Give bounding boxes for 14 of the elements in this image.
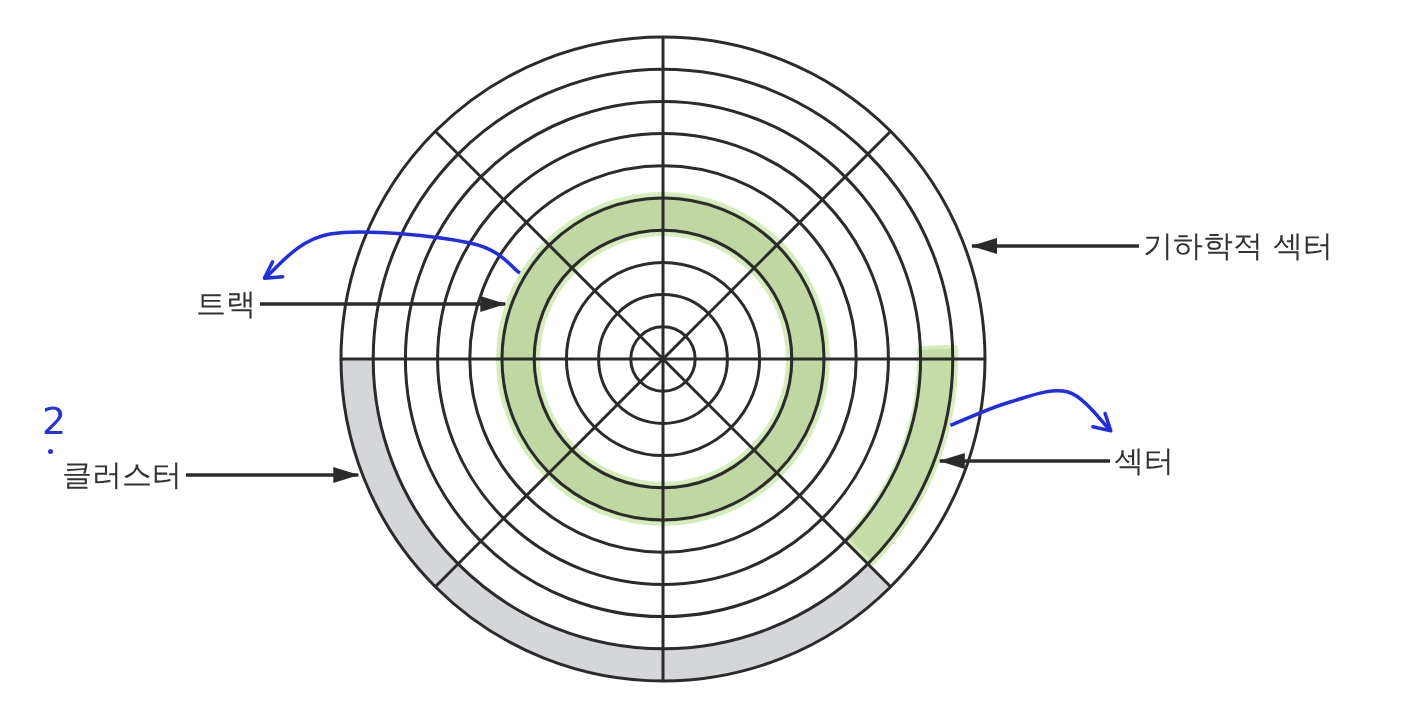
callout-label: 트랙: [196, 286, 256, 322]
shaded-arc-band: [341, 359, 891, 681]
leader-arrow: [260, 296, 507, 312]
handwritten-number: 2: [42, 400, 67, 442]
hand-drawn-arrow: [949, 388, 1113, 433]
leader-arrow: [971, 238, 1139, 254]
callout-label: 섹터: [1114, 443, 1174, 479]
callout-label: 기하학적 섹터: [1143, 228, 1333, 264]
highlighter-ring: [496, 192, 830, 526]
callout-label: 클러스터: [62, 457, 182, 493]
leader-arrow: [938, 453, 1110, 469]
highlighter-arc: [844, 344, 958, 566]
leader-arrow: [186, 467, 360, 483]
hand-drawn-arrow: [262, 230, 521, 280]
